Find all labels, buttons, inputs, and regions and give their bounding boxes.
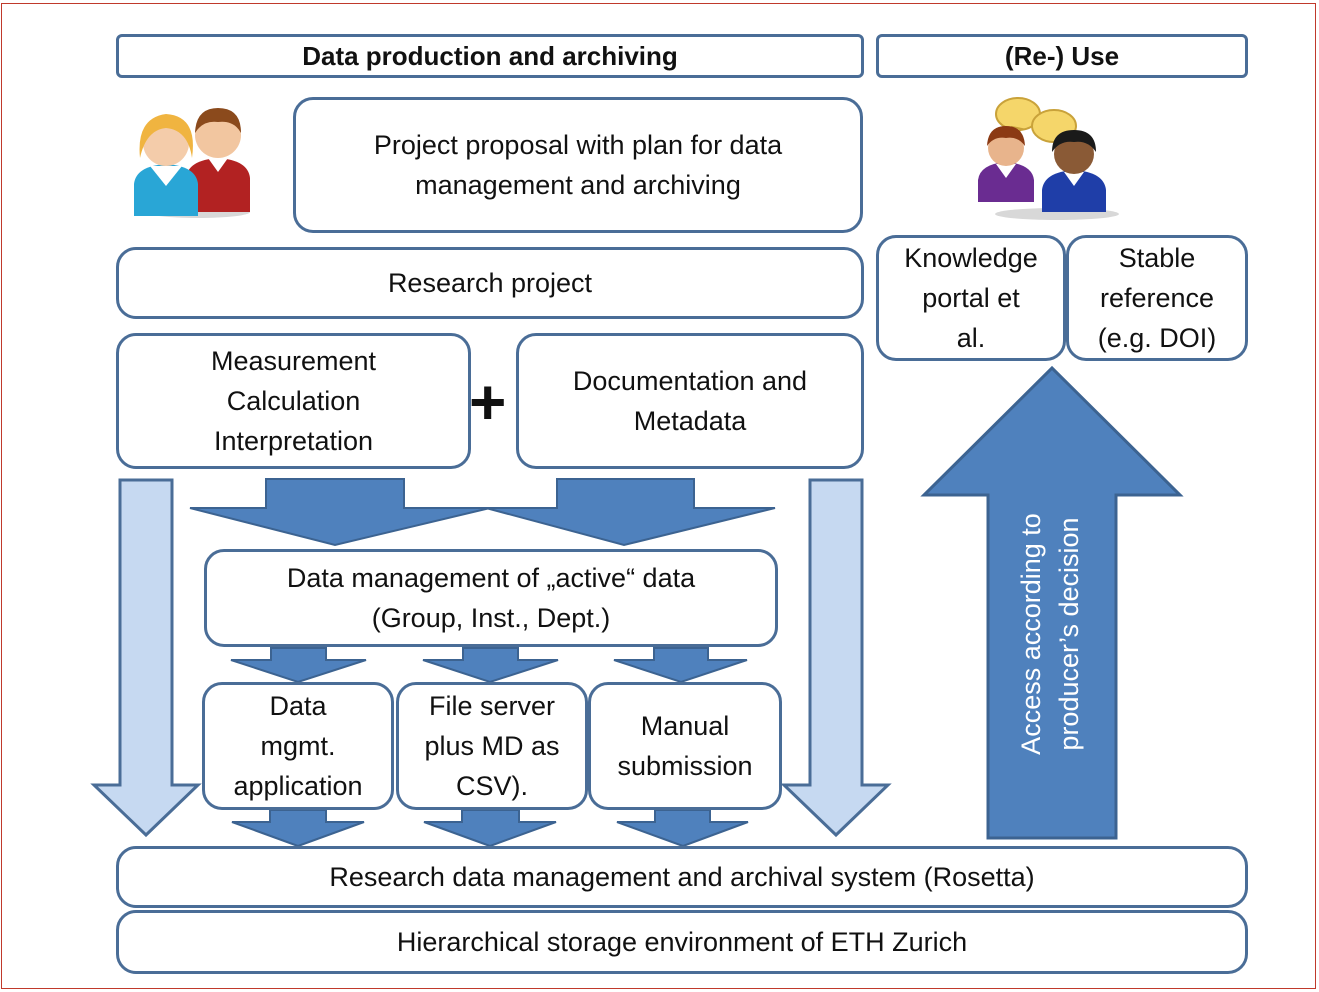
documentation-metadata-box: Documentation and Metadata bbox=[516, 333, 864, 469]
down-arrow-right-big bbox=[485, 478, 776, 547]
header-reuse: (Re-) Use bbox=[876, 34, 1248, 78]
down-arrow-small-5 bbox=[423, 809, 557, 848]
measurement-box: Measurement Calculation Interpretation bbox=[116, 333, 471, 469]
access-arrow-label: Access according to producer’s decision bbox=[1016, 513, 1084, 755]
data-mgmt-application-box: Data mgmt. application bbox=[202, 682, 394, 810]
plus-sign: + bbox=[469, 366, 507, 438]
file-server-box: File server plus MD as CSV). bbox=[396, 682, 588, 810]
outer-frame bbox=[1, 3, 1316, 989]
down-arrow-small-2 bbox=[422, 647, 559, 684]
access-up-arrow bbox=[920, 365, 1184, 840]
down-arrow-left-big bbox=[189, 478, 491, 547]
active-data-management-box: Data management of „active“ data (Group,… bbox=[204, 549, 778, 647]
down-arrow-small-4 bbox=[231, 809, 365, 848]
right-down-arrow bbox=[780, 478, 892, 838]
manual-submission-box: Manual submission bbox=[588, 682, 782, 810]
down-arrow-small-1 bbox=[230, 647, 367, 684]
header-data-production: Data production and archiving bbox=[116, 34, 864, 78]
knowledge-portal-box: Knowledge portal et al. bbox=[876, 235, 1066, 361]
project-proposal-box: Project proposal with plan for data mana… bbox=[293, 97, 863, 233]
down-arrow-small-6 bbox=[616, 809, 749, 848]
left-down-arrow bbox=[90, 478, 202, 838]
stable-reference-box: Stable reference (e.g. DOI) bbox=[1066, 235, 1248, 361]
down-arrow-small-3 bbox=[613, 647, 748, 684]
producers-people-icon bbox=[134, 108, 250, 218]
users-discussion-icon bbox=[978, 97, 1119, 220]
research-project-box: Research project bbox=[116, 247, 864, 319]
rosetta-system-box: Research data management and archival sy… bbox=[116, 846, 1248, 908]
storage-environment-box: Hierarchical storage environment of ETH … bbox=[116, 910, 1248, 974]
